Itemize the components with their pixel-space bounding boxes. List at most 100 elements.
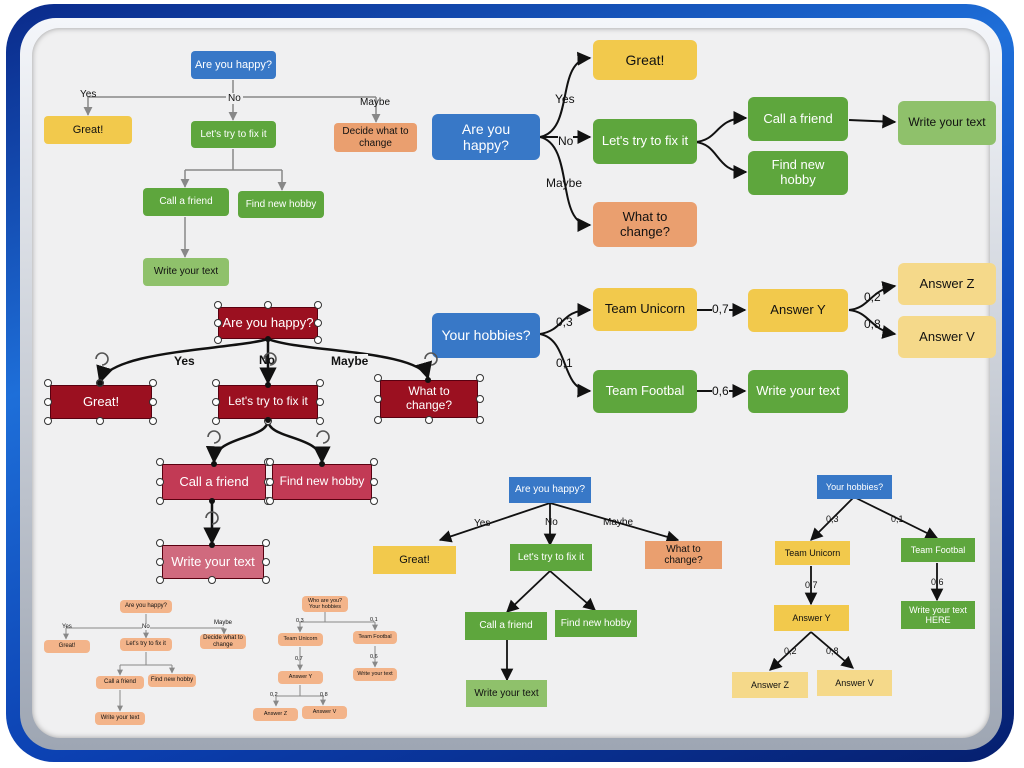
node-answer-z-h[interactable]: Answer Z xyxy=(253,708,298,721)
node-label: Let's try to fix it xyxy=(601,133,689,149)
node-label: Let's try to fix it xyxy=(228,394,308,409)
node-call-friend-large[interactable]: Call a friend xyxy=(748,97,848,141)
node-label: Great! xyxy=(58,643,76,650)
edge-label-0-6: 0,6 xyxy=(370,654,378,660)
node-answer-z-f[interactable]: Answer Z xyxy=(732,672,808,698)
node-answer-v-large[interactable]: Answer V xyxy=(898,316,996,358)
node-are-you-happy-g[interactable]: Are you happy? xyxy=(120,600,172,613)
node-what-change-selected[interactable]: What to change? xyxy=(380,380,478,418)
node-label: Team Footbal xyxy=(358,634,392,641)
edge-label-yes: Yes xyxy=(80,89,97,100)
node-label: Let's try to fix it xyxy=(200,128,267,140)
edge-label-0-3: 0,3 xyxy=(296,618,304,624)
node-great[interactable]: Great! xyxy=(44,116,132,144)
edge-label-maybe: Maybe xyxy=(603,517,634,528)
node-label: Your hobbies? xyxy=(441,327,531,344)
node-label: Call a friend xyxy=(179,473,249,489)
node-label: Answer Y xyxy=(288,674,313,681)
node-label: Write your text xyxy=(756,383,840,399)
node-great-e[interactable]: Great! xyxy=(373,546,456,574)
node-your-hobbies-large[interactable]: Your hobbies? xyxy=(432,313,540,358)
node-team-unicorn-large[interactable]: Team Unicorn xyxy=(593,288,697,331)
node-fix-it-selected[interactable]: Let's try to fix it xyxy=(218,385,318,419)
node-answer-y-h[interactable]: Answer Y xyxy=(278,671,323,684)
node-write-text-e[interactable]: Write your text xyxy=(466,680,547,707)
node-fix-it[interactable]: Let's try to fix it xyxy=(191,121,276,148)
node-answer-z-large[interactable]: Answer Z xyxy=(898,263,996,305)
node-decide-change-g[interactable]: Decide what to change xyxy=(200,634,246,649)
edge-label-no: No xyxy=(545,517,558,528)
node-fix-it-e[interactable]: Let's try to fix it xyxy=(510,544,592,571)
node-are-you-happy-large[interactable]: Are you happy? xyxy=(432,114,540,160)
node-find-hobby[interactable]: Find new hobby xyxy=(238,191,324,218)
node-label: Call a friend xyxy=(763,110,833,126)
node-label: Team Unicorn xyxy=(784,547,841,558)
node-team-unicorn-f[interactable]: Team Unicorn xyxy=(775,541,850,565)
node-label: Great! xyxy=(82,393,120,409)
edge-label-0-1: 0,1 xyxy=(556,356,573,370)
node-find-hobby-selected[interactable]: Find new hobby xyxy=(272,464,372,500)
node-label: Decide what to change xyxy=(203,634,243,648)
edge-label-no: No xyxy=(259,353,275,367)
node-write-text-h[interactable]: Write your text xyxy=(353,668,397,681)
node-label: Answer Z xyxy=(919,275,975,291)
node-find-hobby-g[interactable]: Find new hobby xyxy=(148,674,196,687)
node-call-friend-g[interactable]: Call a friend xyxy=(96,676,144,689)
node-label: Write your text xyxy=(171,553,255,569)
node-label: Answer V xyxy=(312,709,337,716)
node-fix-it-large[interactable]: Let's try to fix it xyxy=(593,119,697,164)
diagram-c-connectors xyxy=(539,281,897,398)
edge-label-0-6: 0,6 xyxy=(931,577,944,587)
node-who-are-you[interactable]: Who are you? Your hobbies xyxy=(302,596,348,612)
edge-label-maybe: Maybe xyxy=(546,176,583,190)
edge-label-0-3: 0,3 xyxy=(826,514,839,524)
node-call-friend-selected[interactable]: Call a friend xyxy=(162,464,266,500)
node-label: Call a friend xyxy=(479,620,533,632)
node-call-friend[interactable]: Call a friend xyxy=(143,188,229,216)
edge-label-0-2: 0,2 xyxy=(864,290,881,304)
node-what-change-e[interactable]: What to change? xyxy=(645,541,722,569)
node-label: Find new hobby xyxy=(245,198,317,210)
node-label: Find new hobby xyxy=(771,157,825,187)
node-answer-v-h[interactable]: Answer V xyxy=(302,706,347,719)
node-label: Answer Z xyxy=(263,711,288,718)
node-are-you-happy-selected[interactable]: Are you happy? xyxy=(218,307,318,339)
node-answer-y-f[interactable]: Answer Y xyxy=(774,605,849,631)
edge-label-yes: Yes xyxy=(62,624,72,630)
node-label: Team Unicorn xyxy=(283,636,318,643)
node-write-text-large-2[interactable]: Write your text xyxy=(748,370,848,413)
node-great-large[interactable]: Great! xyxy=(593,40,697,80)
node-label-line-1: Who are you? xyxy=(307,597,343,604)
node-answer-y-large[interactable]: Answer Y xyxy=(748,289,848,332)
node-answer-v-f[interactable]: Answer V xyxy=(817,670,892,696)
node-team-footbal-large[interactable]: Team Footbal xyxy=(593,370,697,413)
node-call-friend-e[interactable]: Call a friend xyxy=(465,612,547,640)
node-write-text-large[interactable]: Write your text xyxy=(898,101,996,145)
node-are-you-happy[interactable]: Are you happy? xyxy=(191,51,276,79)
node-label: Great! xyxy=(72,123,104,136)
diagram-h-connectors xyxy=(273,612,378,707)
node-are-you-happy-e[interactable]: Are you happy? xyxy=(509,477,591,503)
edge-label-yes: Yes xyxy=(474,518,491,529)
node-label: Answer Z xyxy=(750,679,789,690)
node-write-text-g[interactable]: Write your text xyxy=(95,712,145,725)
node-your-hobbies-f[interactable]: Your hobbies? xyxy=(817,475,892,499)
node-great-selected[interactable]: Great! xyxy=(50,385,152,419)
node-write-text[interactable]: Write your text xyxy=(143,258,229,286)
node-find-hobby-e[interactable]: Find new hobby xyxy=(555,610,637,637)
node-fix-it-g[interactable]: Let's try to fix it xyxy=(120,638,172,651)
node-team-unicorn-h[interactable]: Team Unicorn xyxy=(278,633,323,646)
node-write-text-selected[interactable]: Write your text xyxy=(162,545,264,579)
node-write-text-here[interactable]: Write your text HERE xyxy=(901,601,975,629)
node-team-footbal-f[interactable]: Team Footbal xyxy=(901,538,975,562)
edge-label-0-7: 0,7 xyxy=(805,580,818,590)
node-great-g[interactable]: Great! xyxy=(44,640,90,653)
node-label: Call a friend xyxy=(159,196,213,208)
node-find-hobby-large[interactable]: Find new hobby xyxy=(748,151,848,195)
edge-label-0-7: 0,7 xyxy=(295,656,303,662)
node-what-change-large[interactable]: What to change? xyxy=(593,202,697,247)
node-decide-change[interactable]: Decide what to change xyxy=(334,123,417,152)
node-label-line-1: What to xyxy=(666,543,701,555)
node-team-footbal-h[interactable]: Team Footbal xyxy=(353,631,397,644)
